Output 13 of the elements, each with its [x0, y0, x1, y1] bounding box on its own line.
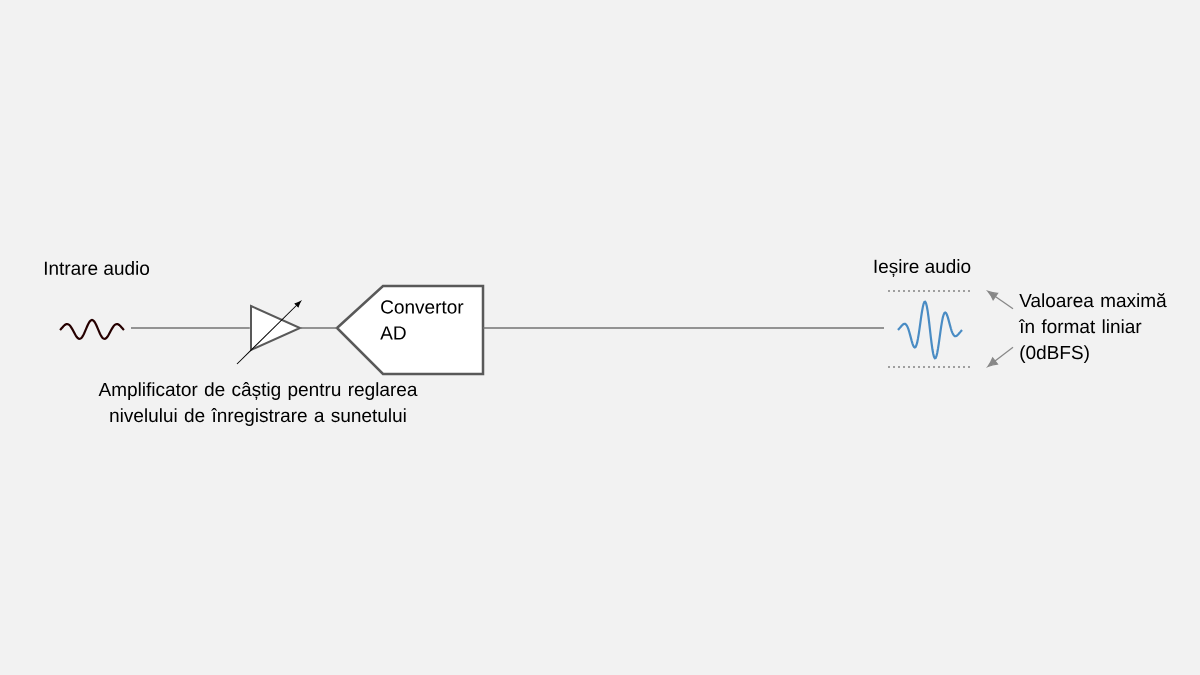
- caption-text: Intrare audio: [44, 261, 150, 275]
- leader-arrow: [987, 346, 1014, 368]
- annotation-text: Valoarea maximă în format liniar (0dBFS): [1018, 293, 1167, 363]
- waveform-drawing: [59, 318, 125, 341]
- waveform-drawing: [887, 290, 973, 368]
- signal-line: [130, 327, 251, 329]
- caption-text: Amplificator de câștig pentru reglarea nivelului de înregistrare a sunetului: [98, 382, 418, 426]
- variable-amplifier-symbol: [236, 300, 303, 365]
- caption-text: Ieșire audio: [874, 259, 971, 277]
- leader-arrow: [987, 290, 1014, 310]
- signal-line: [299, 327, 338, 329]
- signal-line: [482, 327, 885, 329]
- converter-block: Convertor AD: [335, 284, 485, 376]
